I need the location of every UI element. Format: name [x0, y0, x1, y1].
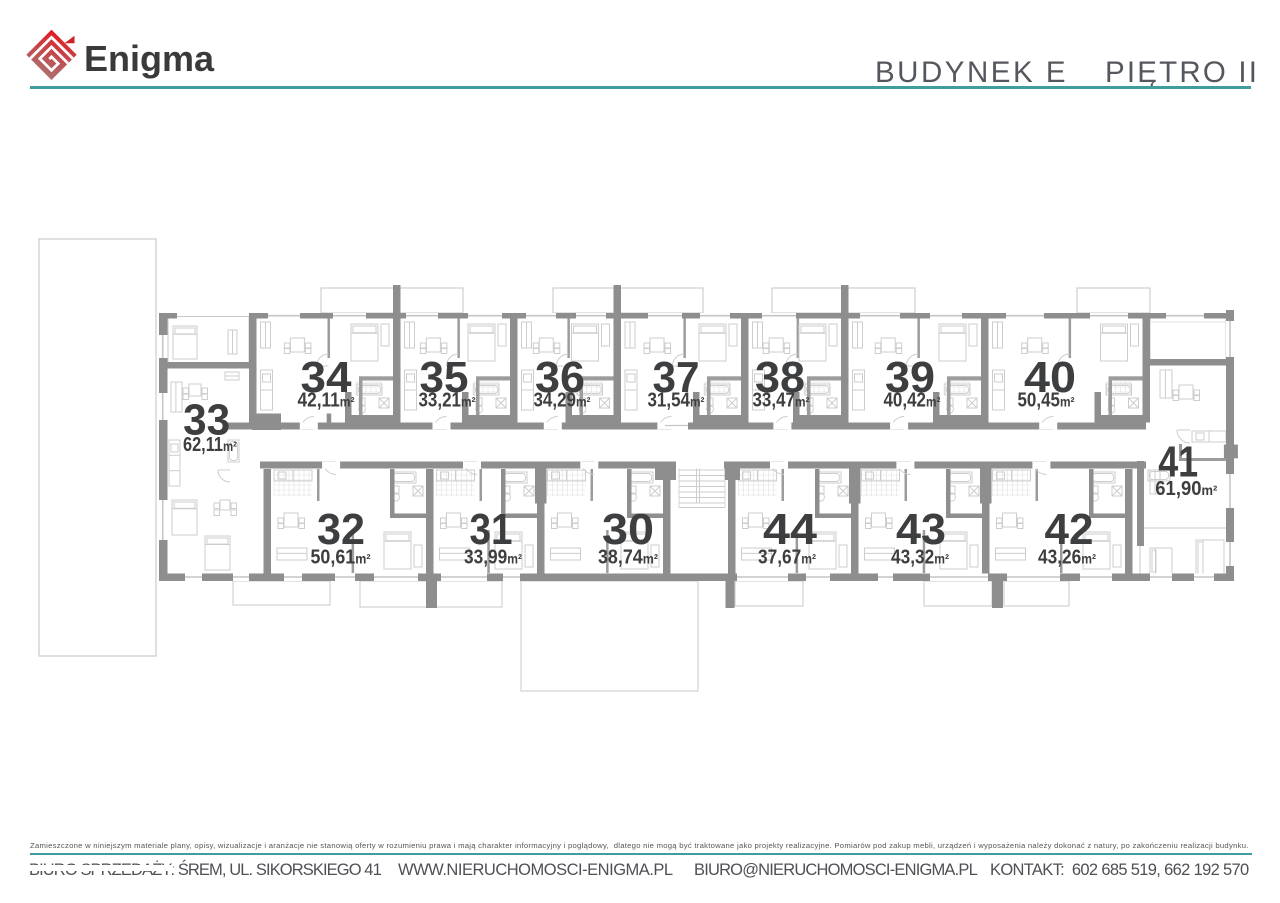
svg-text:43: 43 — [896, 505, 946, 554]
svg-text:42: 42 — [1045, 505, 1094, 554]
svg-text:42,11m²: 42,11m² — [298, 390, 355, 412]
svg-text:33,99m²: 33,99m² — [464, 547, 522, 569]
svg-text:50,45m²: 50,45m² — [1018, 390, 1075, 412]
svg-text:33: 33 — [183, 395, 230, 444]
svg-text:34: 34 — [301, 353, 353, 402]
svg-text:31: 31 — [470, 505, 513, 554]
svg-text:40,42m²: 40,42m² — [884, 390, 941, 412]
svg-text:44: 44 — [763, 505, 818, 554]
svg-text:62,11m²: 62,11m² — [183, 434, 237, 456]
svg-text:33,47m²: 33,47m² — [753, 390, 810, 412]
svg-text:43,26m²: 43,26m² — [1038, 547, 1096, 569]
svg-text:38: 38 — [755, 353, 805, 402]
svg-text:34,29m²: 34,29m² — [534, 390, 591, 412]
svg-text:50,61m²: 50,61m² — [311, 547, 371, 569]
svg-text:37,67m²: 37,67m² — [758, 547, 816, 569]
svg-text:35: 35 — [420, 353, 469, 402]
svg-text:33,21m²: 33,21m² — [419, 390, 476, 412]
svg-text:30: 30 — [602, 505, 654, 554]
svg-text:39: 39 — [885, 353, 935, 402]
svg-text:36: 36 — [535, 353, 585, 402]
svg-text:37: 37 — [653, 353, 700, 402]
svg-text:61,90m²: 61,90m² — [1155, 478, 1217, 500]
svg-text:38,74m²: 38,74m² — [598, 547, 658, 569]
svg-text:32: 32 — [317, 505, 365, 554]
svg-text:40: 40 — [1024, 353, 1076, 402]
svg-text:31,54m²: 31,54m² — [648, 390, 705, 412]
svg-text:43,32m²: 43,32m² — [891, 547, 949, 569]
svg-text:41: 41 — [1158, 438, 1198, 487]
